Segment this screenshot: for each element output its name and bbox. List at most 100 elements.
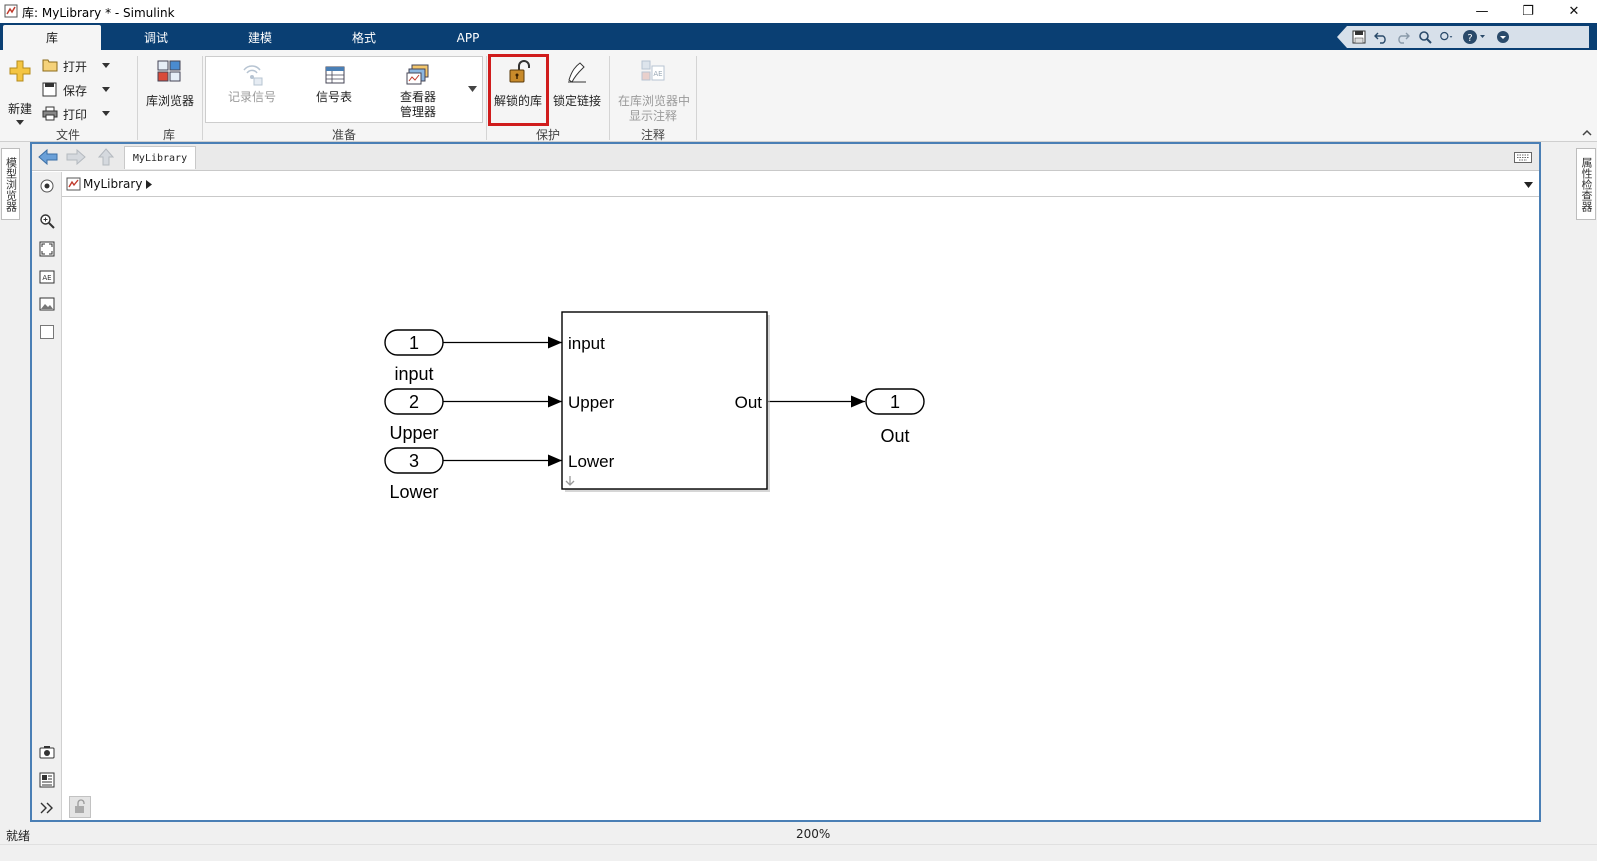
section-divider	[202, 56, 203, 140]
model-data-icon[interactable]	[39, 772, 55, 788]
svg-text:AE: AE	[42, 274, 51, 282]
bottom-strip	[0, 844, 1597, 861]
subsystem-port-lower: Lower	[568, 452, 615, 471]
unlocked-library-button[interactable]: 解锁的库	[491, 58, 547, 120]
tab-library[interactable]: 库	[3, 25, 101, 50]
find-dropdown-icon[interactable]	[1439, 29, 1455, 45]
property-inspector-tab[interactable]: 属性检查器	[1576, 148, 1596, 220]
expand-palette-icon[interactable]	[40, 802, 54, 814]
subsystem-port-input: input	[568, 334, 605, 353]
window-title: 库: MyLibrary * - Simulink	[22, 6, 175, 20]
section-divider	[137, 56, 138, 140]
viewer-manager-icon	[406, 64, 429, 85]
library-browser-icon	[157, 60, 181, 82]
viewer-manager-button[interactable]: 查看器 管理器	[390, 62, 446, 120]
minimize-button[interactable]: —	[1459, 0, 1505, 23]
signal-table-label: 信号表	[316, 90, 353, 104]
restore-button[interactable]: ❐	[1505, 0, 1551, 23]
library-browser-button[interactable]: 库浏览器	[143, 58, 197, 118]
open-label: 打开	[63, 60, 88, 74]
back-arrow-icon[interactable]	[38, 149, 58, 165]
help-icon[interactable]: ?	[1461, 29, 1489, 45]
log-signals-button[interactable]: 记录信号	[224, 62, 282, 118]
open-button[interactable]: 打开	[42, 57, 114, 75]
restore-icon: ❐	[1522, 4, 1534, 19]
save-button[interactable]: 保存	[42, 81, 114, 99]
address-dropdown-icon[interactable]	[1524, 182, 1533, 188]
inport-block-input[interactable]: 1 input	[384, 329, 444, 384]
log-signals-label: 记录信号	[228, 90, 277, 104]
library-lock-status-icon[interactable]	[69, 796, 91, 818]
highlight-box	[488, 54, 549, 126]
open-dropdown-icon	[102, 63, 110, 68]
file-section-label: 文件	[56, 128, 81, 142]
forward-arrow-icon[interactable]	[66, 149, 86, 165]
image-icon[interactable]	[39, 296, 55, 312]
protect-section-label: 保护	[536, 128, 561, 142]
status-bar: 就绪 200%	[0, 824, 1597, 844]
tool-palette: AE	[32, 172, 62, 820]
keyboard-icon[interactable]	[1514, 152, 1532, 163]
show-annotation-in-browser-button[interactable]: AE 在库浏览器中 显示注释	[614, 58, 692, 123]
editor-tab-mylibrary[interactable]: MyLibrary	[124, 146, 196, 169]
model-browser-tab[interactable]: 模型浏览器	[1, 148, 20, 220]
annotation-in-browser-icon: AE	[641, 60, 665, 81]
inport-number: 2	[409, 392, 419, 412]
outport-number: 1	[890, 392, 900, 412]
hide-show-explorer-icon[interactable]	[40, 179, 54, 193]
annotation-icon[interactable]: AE	[39, 269, 55, 285]
section-divider	[696, 56, 697, 140]
tab-modeling[interactable]: 建模	[247, 31, 272, 45]
lock-links-label: 锁定链接	[553, 94, 602, 108]
area-icon[interactable]	[39, 324, 55, 340]
address-chevron-icon[interactable]	[146, 180, 152, 189]
ribbon-tab-strip: 库 调试 建模 格式 APP	[0, 23, 1597, 50]
inport-block-upper[interactable]: 2 Upper	[384, 388, 444, 443]
inport-label: Lower	[389, 482, 438, 502]
up-arrow-icon[interactable]	[98, 148, 114, 166]
svg-text:?: ?	[1467, 33, 1472, 44]
gallery-expand-icon[interactable]	[468, 86, 477, 92]
zoom-level: 200%	[796, 827, 831, 841]
show-annotation-label-line2: 显示注释	[629, 109, 678, 123]
title-bar: 库: MyLibrary * - Simulink — ❐ ✕	[0, 0, 1597, 23]
expand-toolstrip-icon[interactable]	[1495, 29, 1511, 45]
right-side-strip: 属性检查器	[1575, 142, 1597, 824]
left-side-strip: 模型浏览器	[0, 142, 20, 824]
search-icon[interactable]	[1417, 29, 1433, 45]
inport-label: Upper	[389, 423, 438, 443]
tab-debug[interactable]: 调试	[143, 31, 168, 45]
viewer-manager-label-line1: 查看器	[400, 90, 437, 104]
new-button[interactable]: 新建	[6, 60, 34, 128]
redo-icon[interactable]	[1395, 29, 1411, 45]
address-mylibrary[interactable]: MyLibrary	[83, 177, 143, 191]
save-icon[interactable]	[1351, 29, 1367, 45]
print-dropdown-icon	[102, 111, 110, 116]
fit-to-view-icon[interactable]	[39, 241, 55, 257]
subsystem-port-out: Out	[735, 393, 763, 412]
prepare-section-label: 准备	[332, 128, 357, 142]
diagram-canvas: 1 input 2 Upper 3 Lower input Upper Lowe…	[384, 311, 925, 502]
subsystem-port-upper: Upper	[568, 393, 615, 412]
inport-number: 1	[409, 333, 419, 353]
undo-icon[interactable]	[1373, 29, 1389, 45]
print-button[interactable]: 打印	[42, 105, 114, 123]
tab-apps[interactable]: APP	[456, 30, 480, 45]
outport-block-out[interactable]: 1 Out	[865, 388, 925, 446]
viewer-manager-label-line2: 管理器	[400, 105, 437, 119]
lock-links-button[interactable]: 锁定链接	[551, 58, 605, 120]
collapse-ribbon-icon[interactable]	[1582, 128, 1592, 138]
tab-format[interactable]: 格式	[351, 31, 376, 45]
save-disk-icon	[42, 82, 57, 97]
inport-label: input	[394, 364, 433, 384]
close-button[interactable]: ✕	[1551, 0, 1597, 23]
section-divider	[486, 56, 487, 140]
subsystem-down-arrow-icon	[565, 476, 575, 486]
zoom-icon[interactable]	[39, 213, 55, 229]
screenshot-icon[interactable]	[39, 744, 55, 760]
subsystem-block[interactable]: input Upper Lower Out	[561, 311, 770, 492]
save-label: 保存	[63, 84, 88, 98]
new-plus-icon	[9, 60, 31, 82]
signal-table-button[interactable]: 信号表	[310, 62, 360, 118]
inport-block-lower[interactable]: 3 Lower	[384, 447, 444, 502]
